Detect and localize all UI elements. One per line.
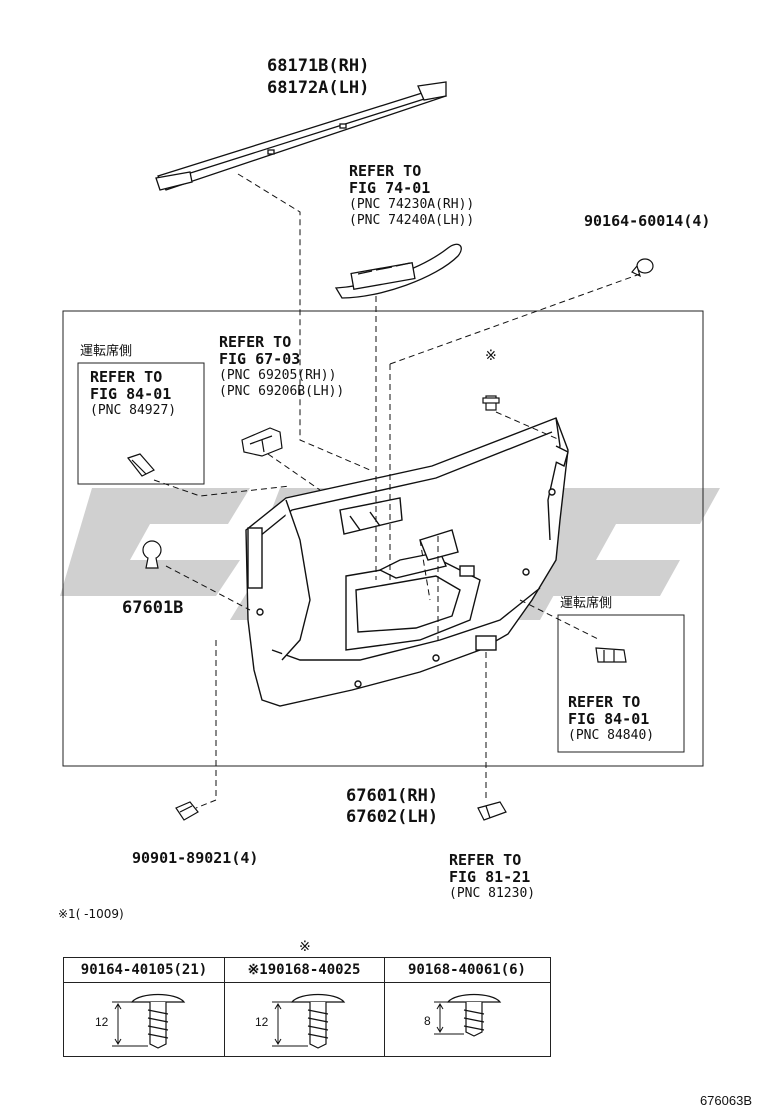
- dimension-lines: [112, 1001, 464, 1047]
- fastener-column: 90168-40061(6): [384, 958, 550, 1056]
- driver-right-ref-line2[interactable]: FIG 84-01: [568, 710, 650, 728]
- screw-marked: [482, 395, 500, 411]
- switch-ref-line1: REFER TO: [349, 162, 422, 180]
- handle-ref-line2[interactable]: FIG 67-03: [219, 350, 301, 368]
- fastener-header[interactable]: 90164-40105(21): [64, 958, 224, 983]
- driver-left-ref-line1: REFER TO: [90, 368, 163, 386]
- dimension-label: 12: [255, 1015, 269, 1029]
- handle-ref-line4: (PNC 69206B(LH)): [219, 384, 345, 399]
- inset-box-left: [77, 362, 205, 485]
- leader-lines: [153, 173, 641, 809]
- fastener-header[interactable]: ※190168-40025: [224, 958, 384, 983]
- door-trim-panel: [245, 417, 569, 707]
- belt-moulding: [155, 81, 448, 191]
- fastener-column: 90164-40105(21): [64, 958, 225, 1056]
- driver-left-ref-line2[interactable]: FIG 84-01: [90, 385, 172, 403]
- moulding-lh-label[interactable]: 68172A(LH): [267, 78, 370, 98]
- note-mark-screw: ※: [485, 348, 497, 364]
- driver-right-ref-line1: REFER TO: [568, 693, 641, 711]
- inside-handle-part: [241, 427, 283, 457]
- window-switch-assembly: [334, 243, 462, 299]
- figure-code: 676063B: [699, 1093, 752, 1108]
- fastener-column: ※190168-40025: [224, 958, 385, 1056]
- clip-top-label[interactable]: 90164-60014(4): [584, 212, 711, 230]
- lamp-ref-line2[interactable]: FIG 81-21: [449, 868, 531, 886]
- driver-side-right-jp: 運転席側: [560, 596, 613, 611]
- clip-67601b: [142, 540, 162, 569]
- table-top-mark: ※: [299, 939, 311, 955]
- dimension-label: 12: [95, 1015, 109, 1029]
- switch-part-left: [127, 453, 155, 477]
- fastener-header[interactable]: 90168-40061(6): [384, 958, 550, 983]
- switch-part-right: [595, 647, 627, 663]
- table-fasteners: [130, 993, 502, 1049]
- clip-top-right: [631, 258, 654, 278]
- switch-ref-line2[interactable]: FIG 74-01: [349, 179, 431, 197]
- driver-left-ref-line3: (PNC 84927): [90, 403, 177, 418]
- clip-bottom-label[interactable]: 90901-89021(4): [132, 849, 259, 867]
- lamp-ref-line3: (PNC 81230): [449, 886, 536, 901]
- clip-90901: [175, 801, 199, 821]
- driver-side-left-jp: 運転席側: [80, 344, 133, 359]
- dimension-label: 8: [424, 1014, 431, 1028]
- panel-rh-label[interactable]: 67601(RH): [346, 786, 439, 806]
- fastener-table: 90164-40105(21) ※190168-40025 90168-4006…: [63, 957, 551, 1057]
- handle-ref-line3: (PNC 69205(RH)): [219, 368, 337, 383]
- main-frame: [62, 310, 704, 767]
- switch-ref-line4: (PNC 74240A(LH)): [349, 213, 475, 228]
- clip-67601b-label[interactable]: 67601B: [122, 598, 184, 618]
- lamp-ref-line1: REFER TO: [449, 851, 522, 869]
- switch-ref-line3: (PNC 74230A(RH)): [349, 197, 475, 212]
- inset-box-right: [557, 614, 685, 753]
- footnote: ※1( -1009): [58, 907, 124, 921]
- moulding-rh-label[interactable]: 68171B(RH): [267, 56, 370, 76]
- courtesy-lamp-part: [477, 801, 507, 821]
- driver-right-ref-line3: (PNC 84840): [568, 728, 655, 743]
- panel-lh-label[interactable]: 67602(LH): [346, 807, 439, 827]
- handle-ref-line1: REFER TO: [219, 333, 292, 351]
